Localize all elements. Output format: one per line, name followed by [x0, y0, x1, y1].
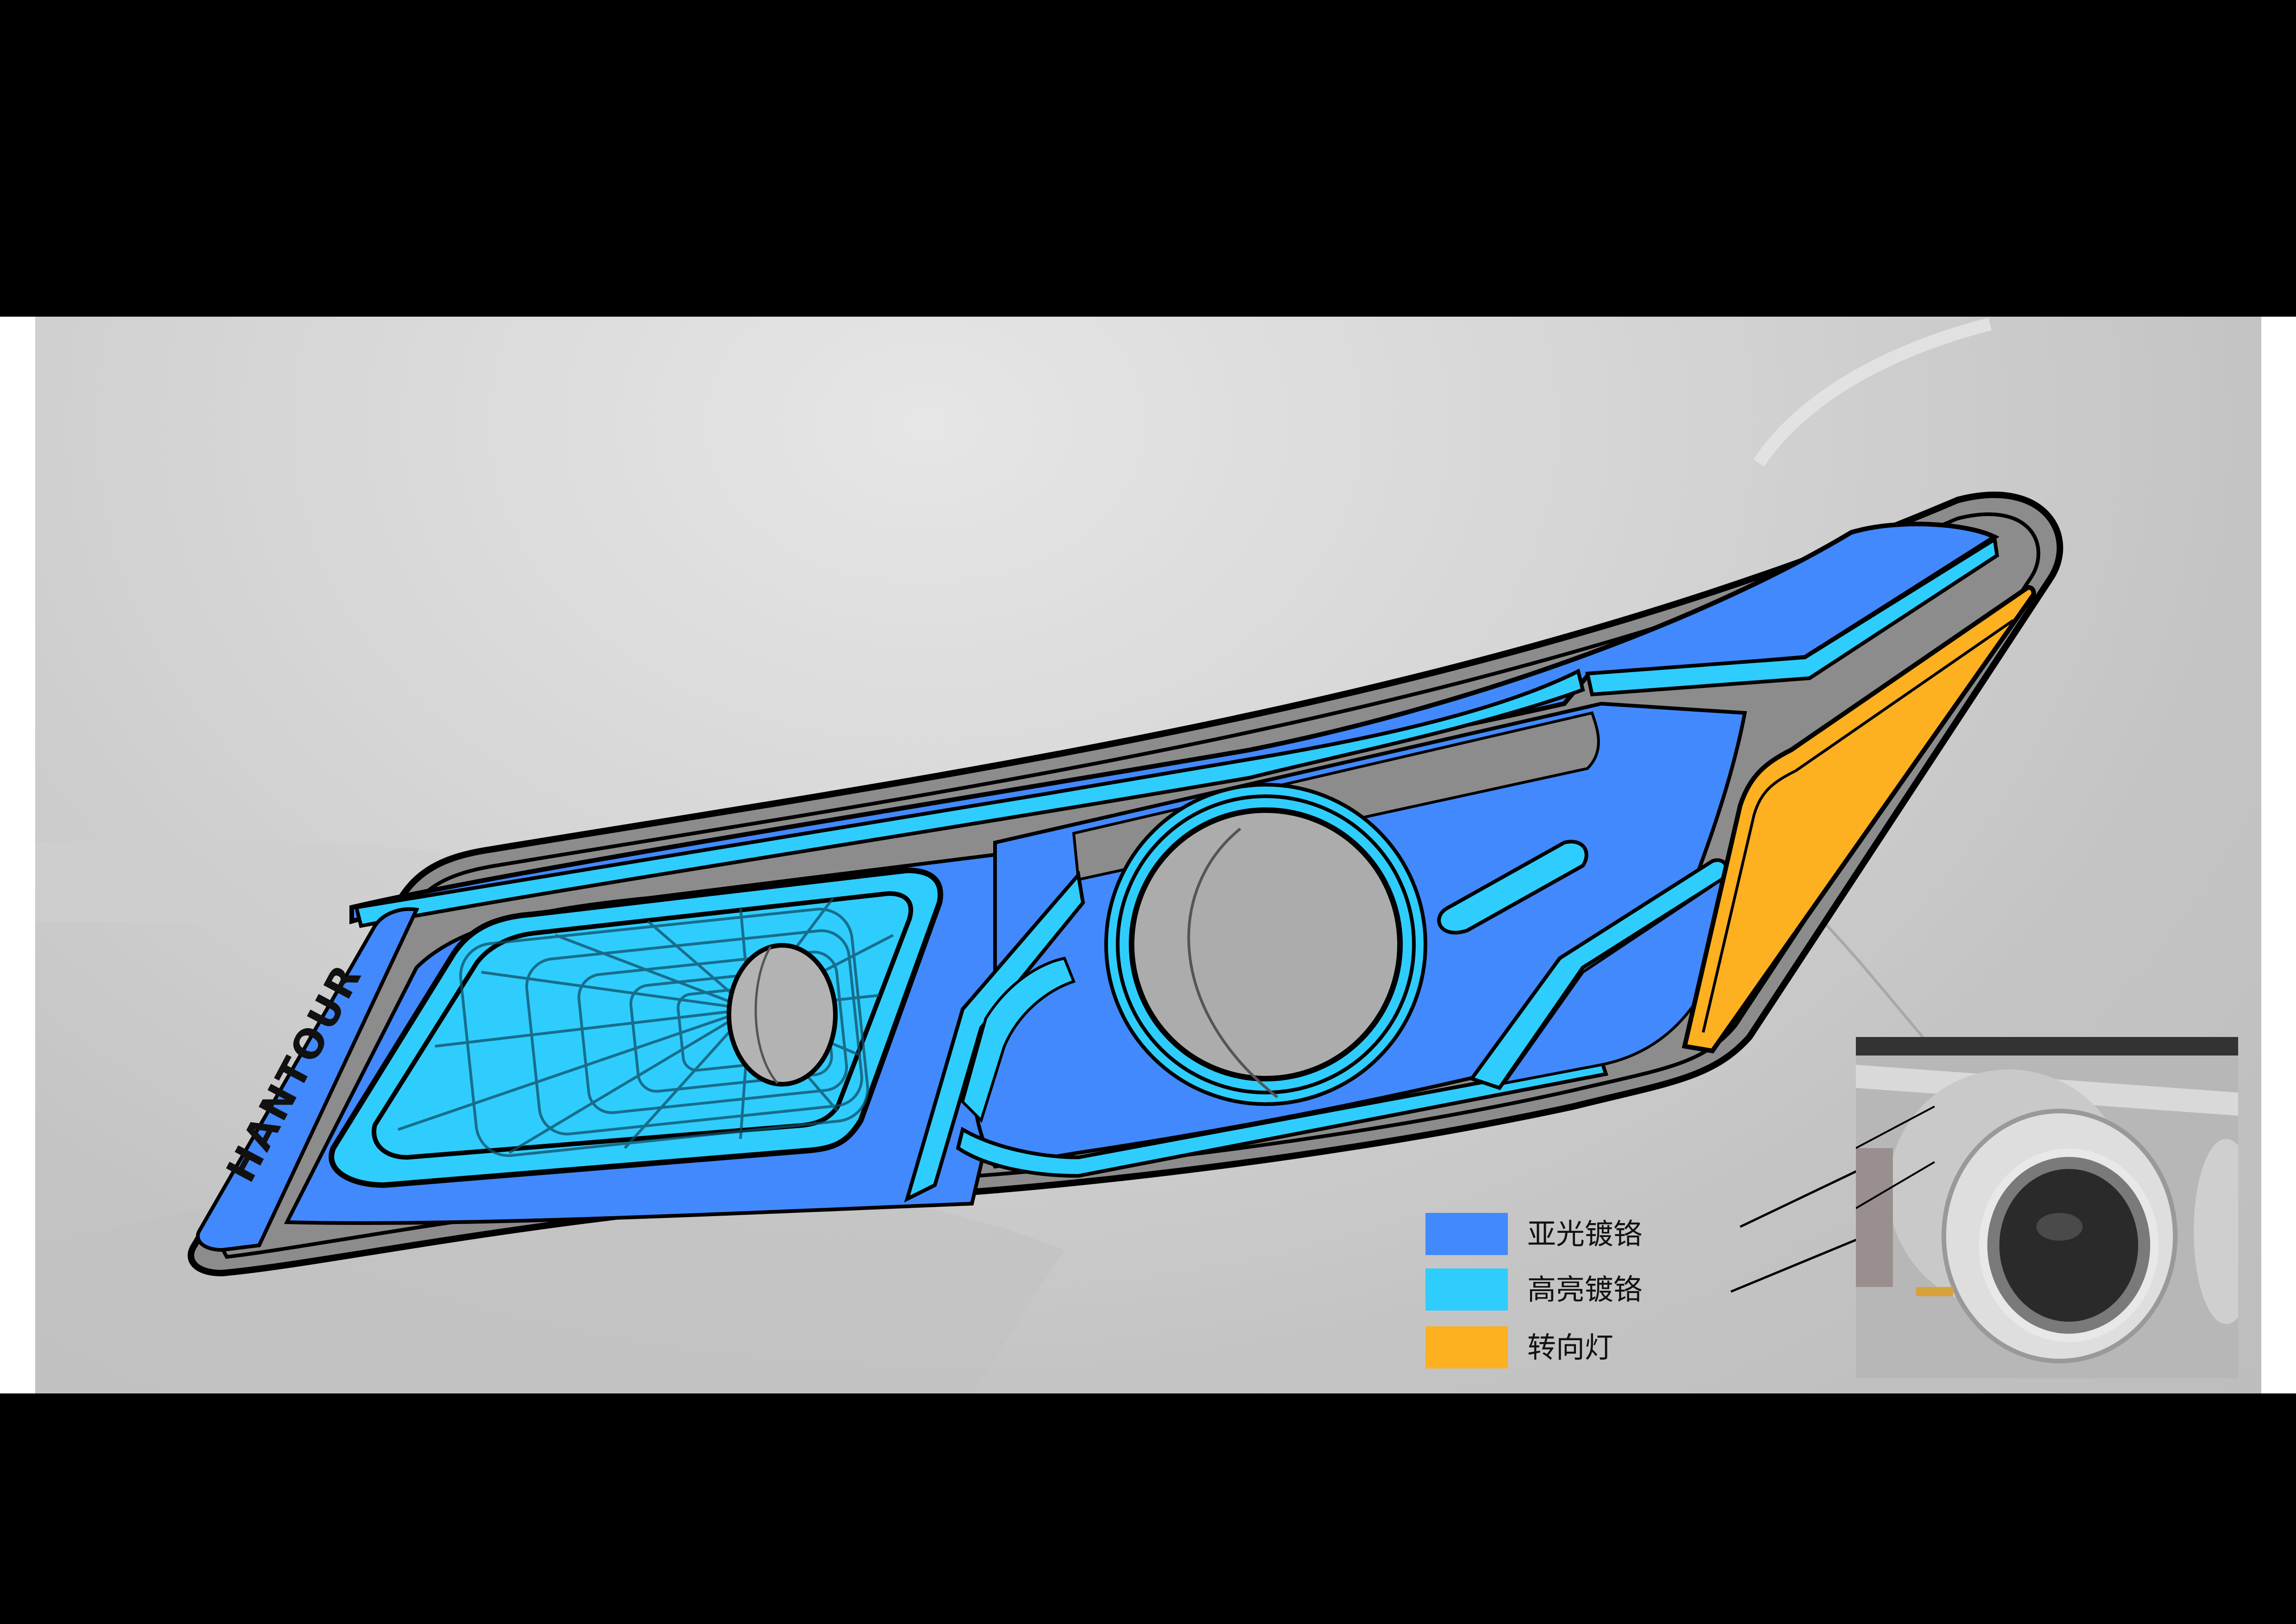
legend-label: 转向灯: [1527, 1330, 1614, 1364]
swatch-turn-signal: [1425, 1326, 1508, 1368]
upper-gloss-chrome-strip: [354, 668, 1585, 928]
low-beam-bulb-cap: [727, 943, 838, 1087]
bottom-letterbox-band: [0, 1393, 2296, 1624]
turn-signal-lamp: [1681, 585, 2036, 1054]
legend-label: 亚光镀铬: [1527, 1217, 1643, 1251]
legend-label: 高亮镀铬: [1527, 1272, 1643, 1306]
reference-photo: [1856, 1037, 2238, 1378]
reflector-cavity: [329, 867, 943, 1188]
swatch-high-gloss-chrome: [1425, 1268, 1508, 1311]
sketch-canvas: HANTOUR: [35, 317, 2261, 1393]
headlamp-illustration: HANTOUR: [35, 318, 2063, 1393]
drl-gloss-bar: [1437, 840, 1588, 935]
legend-item-high-gloss-chrome: 高亮镀铬: [1425, 1268, 1642, 1311]
left-margin: [0, 317, 35, 1393]
projector-lens: [1104, 783, 1427, 1106]
right-margin: [2261, 317, 2296, 1393]
brand-strip: [196, 907, 419, 1252]
top-letterbox-band: [0, 0, 2296, 317]
legend-item-matte-chrome: 亚光镀铬: [1425, 1213, 1642, 1255]
swatch-matte-chrome: [1425, 1213, 1508, 1255]
legend-item-turn-signal: 转向灯: [1425, 1326, 1613, 1368]
